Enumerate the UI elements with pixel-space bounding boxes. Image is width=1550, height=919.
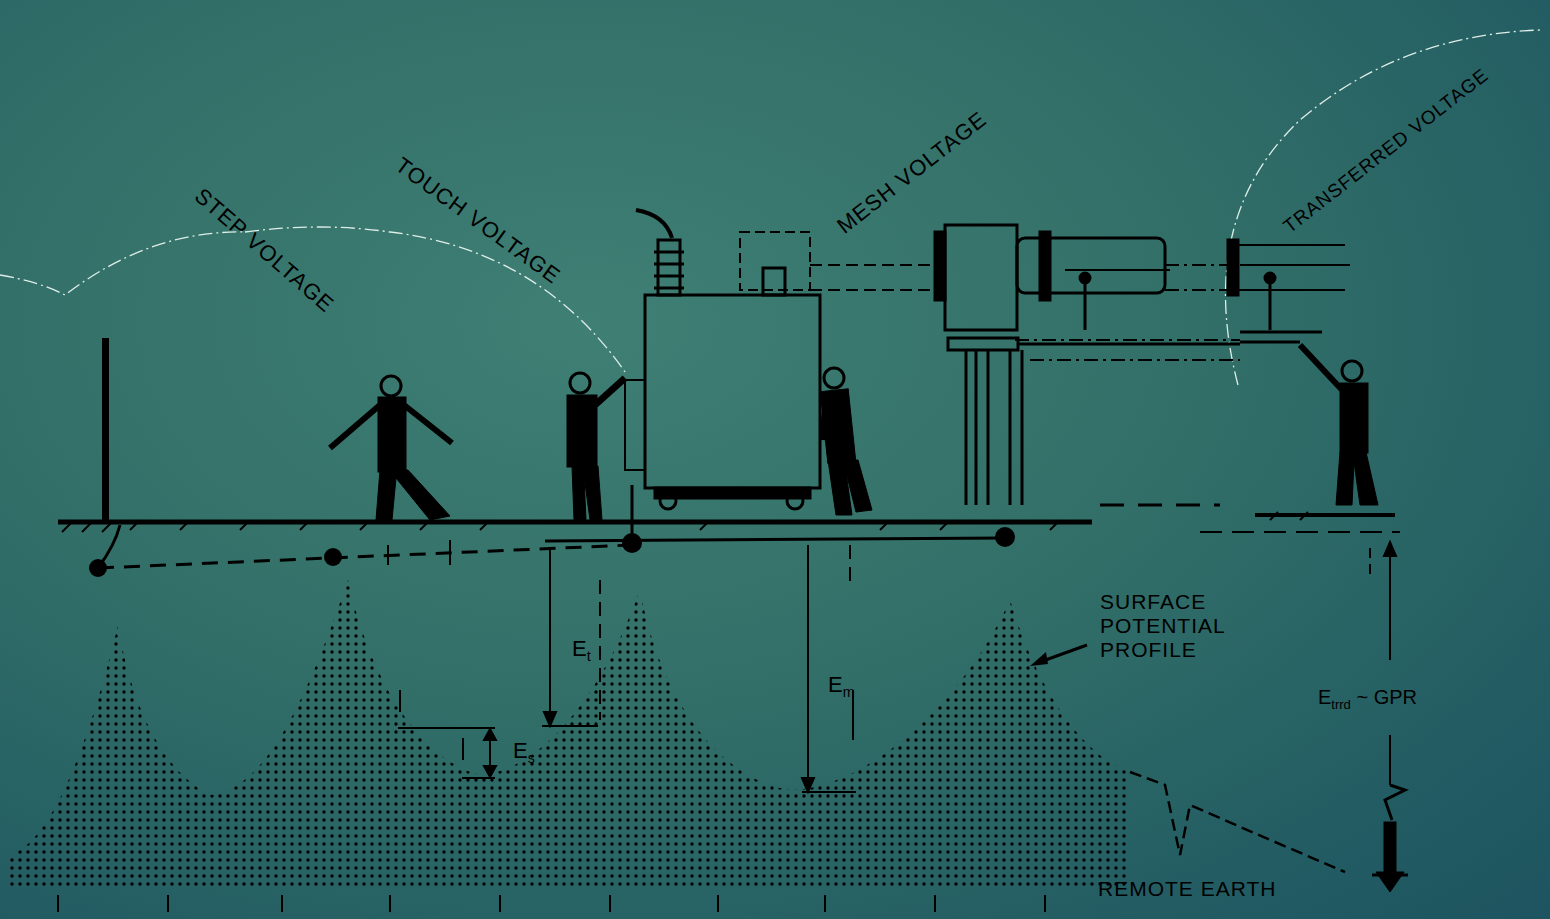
voltage-symbol: Et (572, 636, 591, 664)
voltage-symbol: Etrrd ~ GPR (1318, 686, 1417, 712)
surface-potential-profile (10, 580, 1130, 890)
dimension-arrow (398, 542, 1405, 820)
voltage-caption: TRANSFERRED VOLTAGE (1279, 64, 1492, 237)
voltage-caption: TOUCH VOLTAGE (391, 152, 566, 289)
fence-post (102, 338, 109, 522)
axis-ticks (58, 895, 1045, 912)
remote-earth-rod (1372, 822, 1408, 892)
remote-earth-label: REMOTE EARTH (1098, 877, 1276, 901)
voltage-symbol: Es (513, 738, 535, 766)
transformer (622, 210, 935, 509)
leader-arc (0, 30, 1540, 385)
voltage-caption: MESH VOLTAGE (832, 106, 991, 238)
profile-decay (1130, 772, 1345, 872)
profile-label: SURFACE POTENTIAL PROFILE (1100, 590, 1285, 662)
ground-grid (89, 485, 1015, 577)
switchgear (935, 225, 1350, 505)
voltage-caption: STEP VOLTAGE (190, 183, 339, 317)
voltage-symbol: Em (828, 672, 855, 700)
ground-surface (58, 505, 1400, 532)
person-figure (330, 345, 1378, 520)
leader-arrowhead (1030, 652, 1048, 666)
